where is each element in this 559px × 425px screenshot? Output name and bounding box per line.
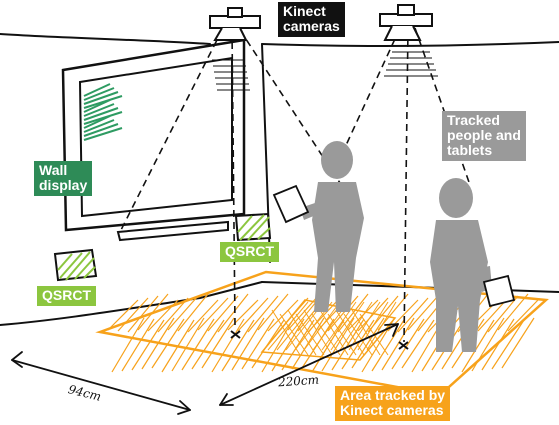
qsrct-device-left (53, 248, 98, 282)
dimension-arrows (11, 323, 399, 415)
wall-display-label: Wall display (34, 161, 93, 196)
area-tracked-label: Area tracked by Kinect cameras (335, 386, 451, 421)
cone-hatch (212, 51, 438, 91)
person-left (300, 141, 364, 312)
qsrct-label-center: QSRCT (220, 242, 279, 262)
kinect-cameras-label: Kinect cameras (278, 2, 345, 37)
qsrct-device-center (234, 212, 272, 242)
kinect-camera-left (209, 7, 261, 41)
tablet-right (482, 274, 516, 308)
qsrct-label-left: QSRCT (37, 286, 96, 306)
wall-display (61, 38, 246, 242)
tracked-people-label: Tracked people and tablets (442, 111, 526, 161)
floor-markers (230, 330, 409, 350)
tablet-left (272, 184, 310, 224)
depth-measurement: 220cm (277, 372, 320, 390)
kinect-camera-right (379, 4, 433, 41)
